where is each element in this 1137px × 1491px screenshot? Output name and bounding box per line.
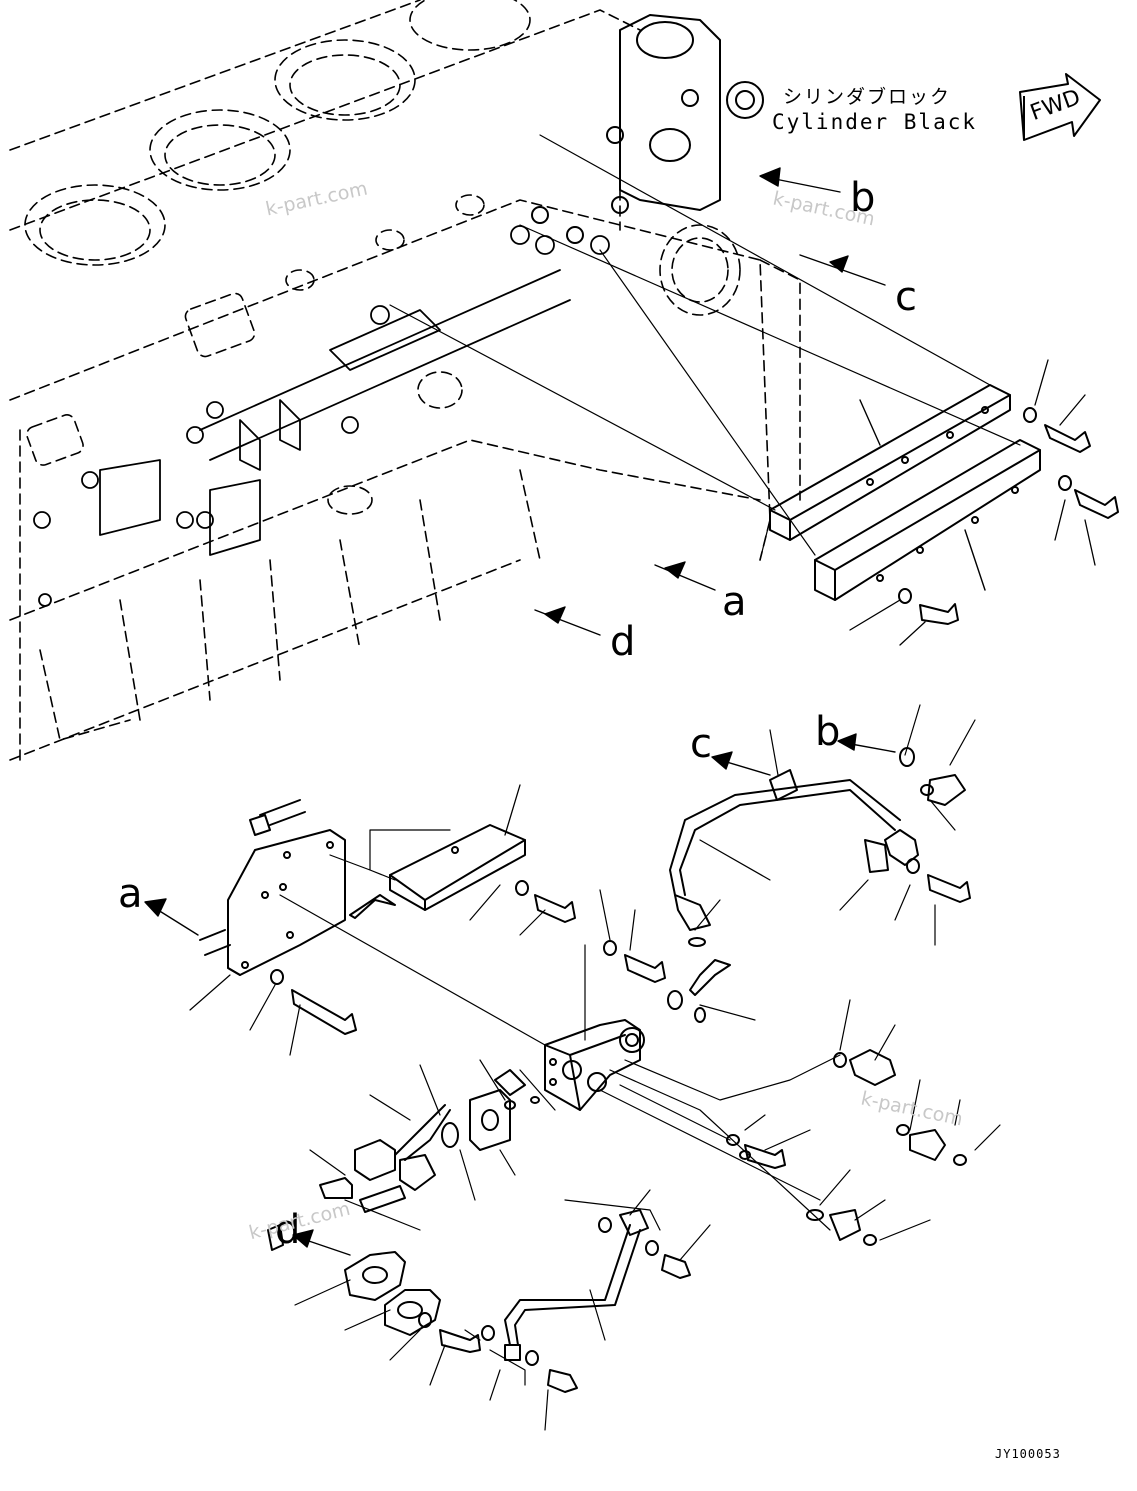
injector-rail xyxy=(33,225,610,607)
flange-gasket xyxy=(267,1224,441,1336)
oil-pipe-upper xyxy=(669,769,966,1241)
cylinder-block-title-en: Cylinder Black xyxy=(772,110,978,134)
drawing-code: JY100053 xyxy=(995,1447,1061,1461)
sensor-connector xyxy=(354,1069,526,1191)
heat-shield xyxy=(349,784,526,919)
callout-a-mid: a xyxy=(722,579,747,625)
callout-b-lower: b xyxy=(815,709,841,755)
oil-pipe-lower xyxy=(489,1199,661,1386)
cover-plates xyxy=(769,384,1041,601)
valve-block xyxy=(544,944,731,1141)
callout-a-lower: a xyxy=(118,871,143,917)
lower-leader-lines xyxy=(189,704,1001,1431)
washers xyxy=(504,1007,751,1160)
callout-c-lower: c xyxy=(690,721,712,767)
cylinder-block xyxy=(9,0,801,761)
callout-b-top: b xyxy=(850,175,876,221)
callout-c-top: c xyxy=(895,274,917,320)
callout-d-lower: d xyxy=(275,1207,301,1253)
cylinder-block-title-jp: シリンダブロック xyxy=(783,86,952,108)
bolts-lower xyxy=(270,747,971,1393)
bolts-right xyxy=(849,359,1119,646)
callout-d-mid: d xyxy=(610,619,636,665)
callout-arrow-icon xyxy=(144,167,896,1256)
front-housing xyxy=(531,14,764,244)
bracket-plate xyxy=(199,799,371,976)
fwd-arrow-icon xyxy=(1019,73,1101,141)
